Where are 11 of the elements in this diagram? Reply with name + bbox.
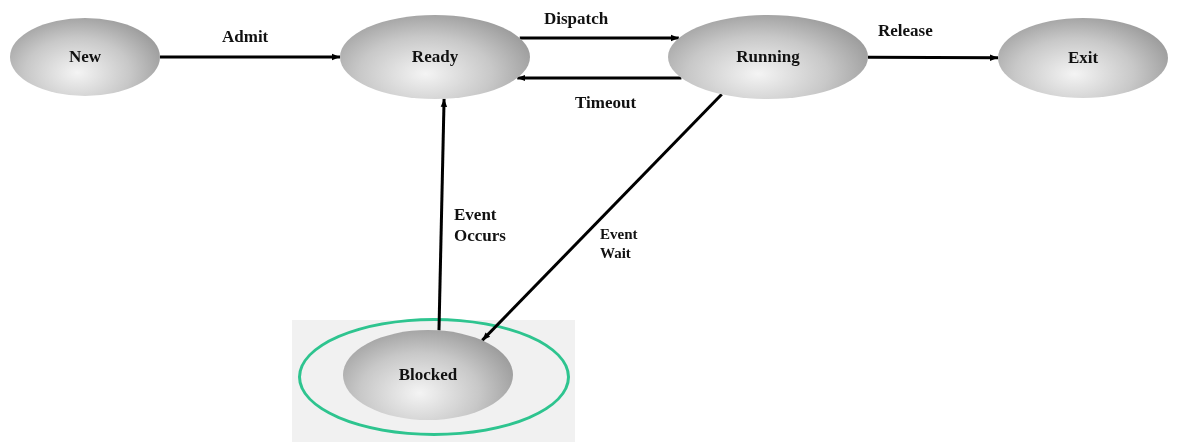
arrow [519, 34, 679, 42]
arrow [160, 53, 340, 61]
state-label: Blocked [398, 365, 458, 385]
state-label: Ready [411, 47, 459, 67]
state-label: Running [736, 47, 800, 67]
state-label: Exit [1067, 48, 1099, 68]
state-label: New [68, 47, 102, 67]
arrow [868, 54, 998, 61]
arrow [481, 93, 723, 342]
arrow [517, 74, 682, 82]
arrow [437, 98, 448, 331]
